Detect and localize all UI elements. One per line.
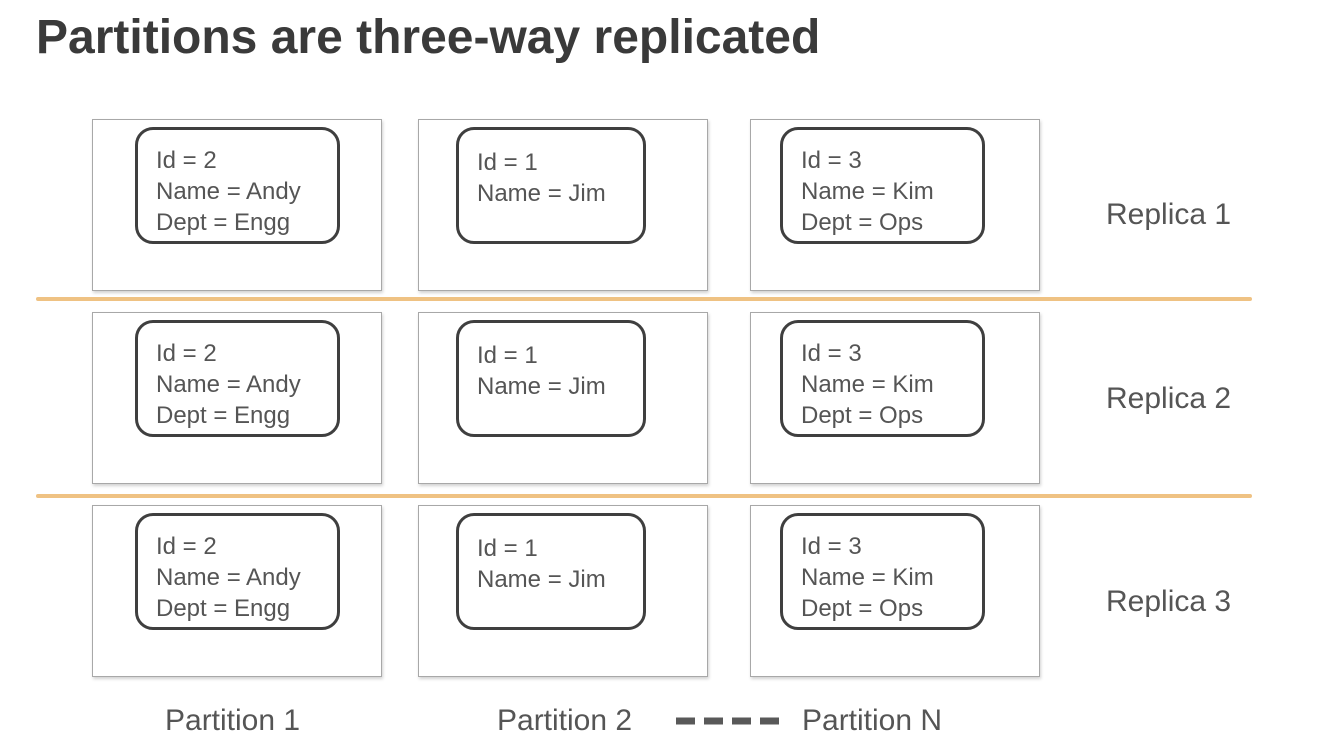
replica-divider-1 bbox=[36, 297, 1252, 301]
replica-divider-2 bbox=[36, 494, 1252, 498]
replica-label-1: Replica 1 bbox=[1106, 198, 1232, 231]
dashed-continuation-line bbox=[676, 717, 780, 725]
record-field: Name = Andy bbox=[156, 178, 301, 205]
record-field: Id = 2 bbox=[156, 147, 217, 174]
record-field: Id = 1 bbox=[477, 535, 538, 562]
record-field: Name = Jim bbox=[477, 180, 606, 207]
partition-label-1: Partition 1 bbox=[165, 704, 301, 737]
page-title: Partitions are three-way replicated bbox=[36, 11, 821, 64]
partition-label-2: Partition 2 bbox=[497, 704, 633, 737]
record-field: Dept = Engg bbox=[156, 209, 291, 236]
record-field: Dept = Ops bbox=[801, 209, 924, 236]
record-box: Id = 1 Name = Jim bbox=[456, 513, 646, 630]
record-field: Dept = Ops bbox=[801, 595, 924, 622]
record-field: Name = Andy bbox=[156, 371, 301, 398]
record-box: Id = 1 Name = Jim bbox=[456, 320, 646, 437]
replica-label-2: Replica 2 bbox=[1106, 382, 1232, 415]
record-field: Id = 3 bbox=[801, 147, 862, 174]
record-field: Id = 3 bbox=[801, 340, 862, 367]
record-field: Dept = Engg bbox=[156, 595, 291, 622]
record-field: Id = 2 bbox=[156, 533, 217, 560]
record-field: Dept = Engg bbox=[156, 402, 291, 429]
record-field: Name = Jim bbox=[477, 373, 606, 400]
record-field: Id = 1 bbox=[477, 342, 538, 369]
record-field: Id = 1 bbox=[477, 149, 538, 176]
partition-label-n: Partition N bbox=[802, 704, 943, 737]
record-field: Name = Jim bbox=[477, 566, 606, 593]
replica-label-3: Replica 3 bbox=[1106, 585, 1232, 618]
record-field: Name = Kim bbox=[801, 178, 934, 205]
record-field: Id = 2 bbox=[156, 340, 217, 367]
record-field: Name = Andy bbox=[156, 564, 301, 591]
record-box: Id = 1 Name = Jim bbox=[456, 127, 646, 244]
record-field: Dept = Ops bbox=[801, 402, 924, 429]
record-field: Name = Kim bbox=[801, 564, 934, 591]
record-field: Id = 3 bbox=[801, 533, 862, 560]
record-field: Name = Kim bbox=[801, 371, 934, 398]
